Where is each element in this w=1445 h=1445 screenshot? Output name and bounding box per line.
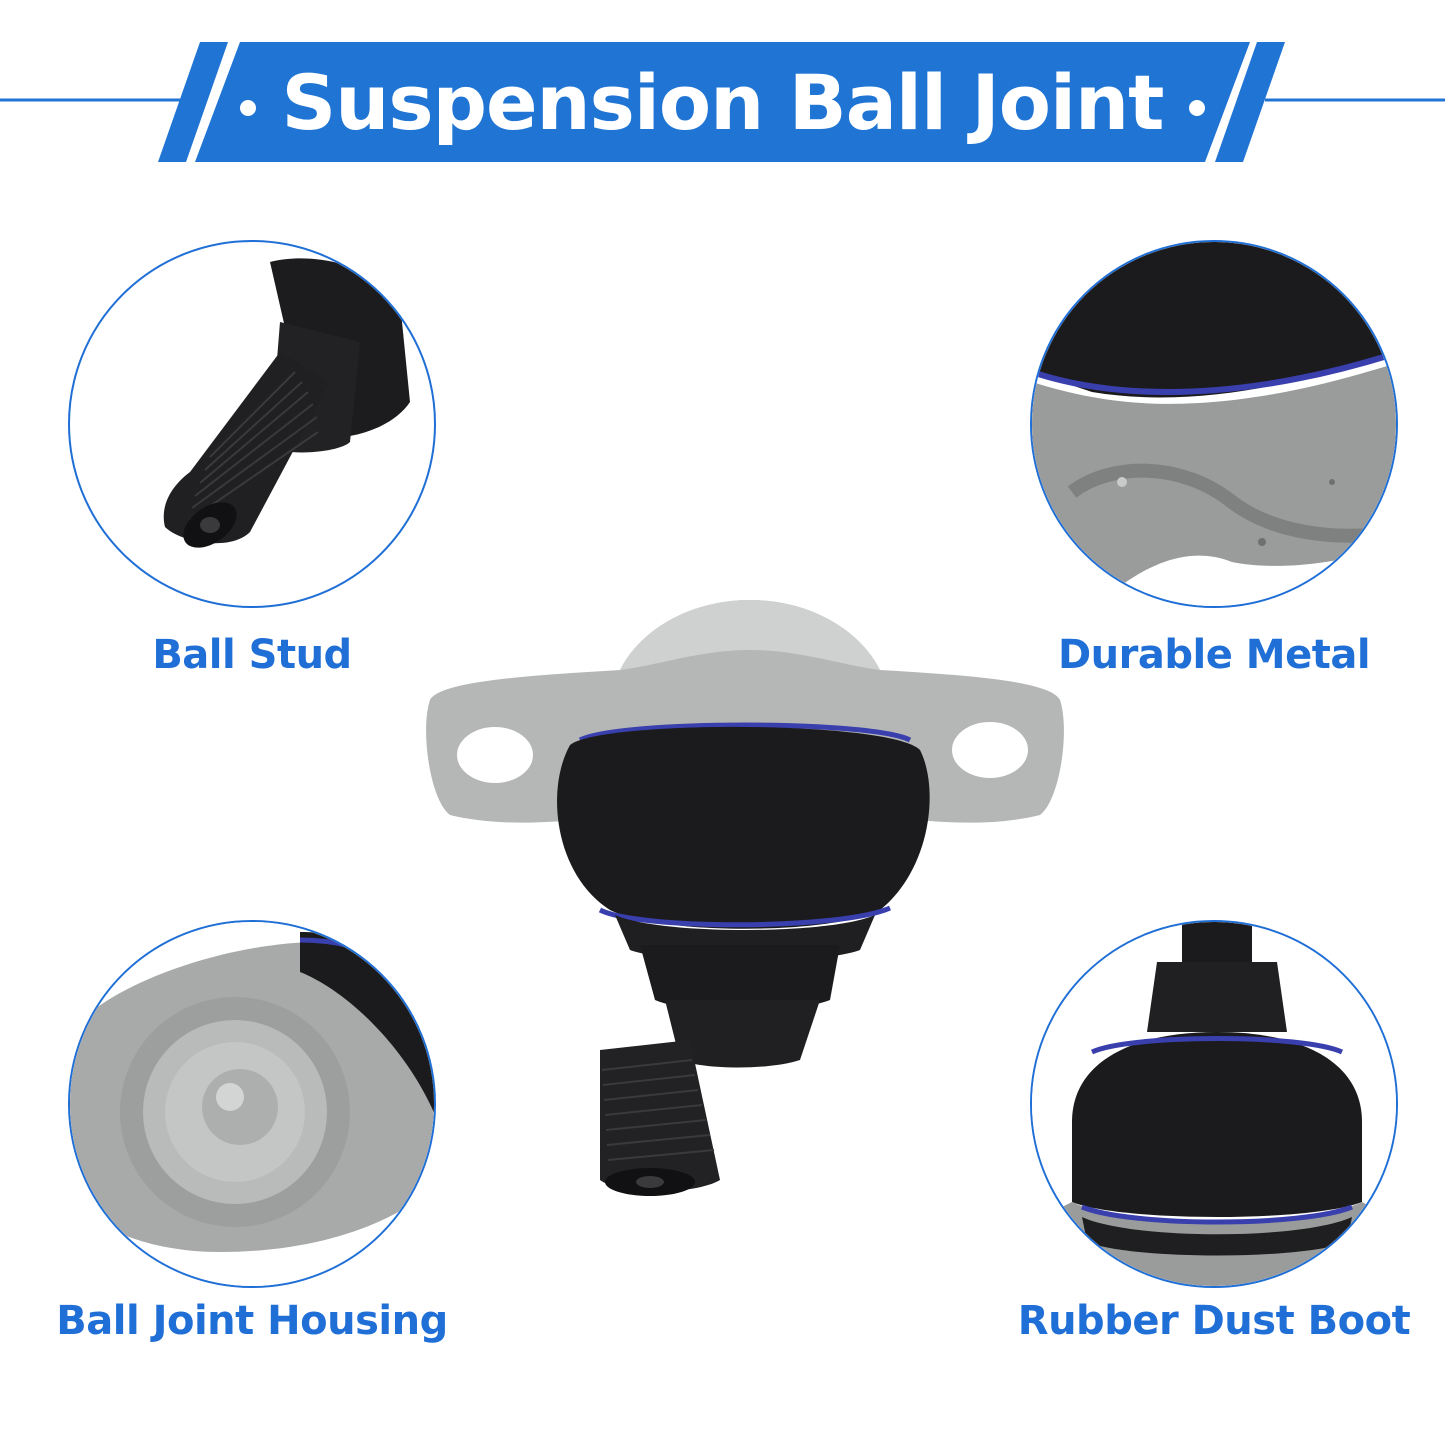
feature-durable-metal-circle: [1030, 240, 1398, 608]
feature-housing-circle: [68, 920, 436, 1288]
feature-dust-boot-circle: [1030, 920, 1398, 1288]
banner-shape: [0, 42, 1445, 162]
feature-label-ball-stud: Ball Stud: [152, 632, 352, 678]
feature-label-durable-metal: Durable Metal: [1057, 632, 1371, 678]
page-title-text: Suspension Ball Joint: [281, 57, 1165, 147]
dust-boot-icon: [1032, 922, 1396, 1286]
title-banner: Suspension Ball Joint: [0, 0, 1445, 190]
ball-joint-product-image: [426, 600, 1064, 1196]
metal-housing-icon: [1032, 242, 1396, 606]
housing-cap-icon: [70, 922, 434, 1286]
page-title: Suspension Ball Joint: [0, 52, 1445, 152]
feature-ball-stud-circle: [68, 240, 436, 608]
ball-stud-icon: [163, 258, 410, 548]
feature-label-dust-boot: Rubber Dust Boot: [1017, 1298, 1411, 1344]
bullet-dot-icon: [239, 100, 256, 116]
feature-label-housing: Ball Joint Housing: [56, 1298, 448, 1344]
bullet-dot-icon: [1189, 100, 1206, 116]
